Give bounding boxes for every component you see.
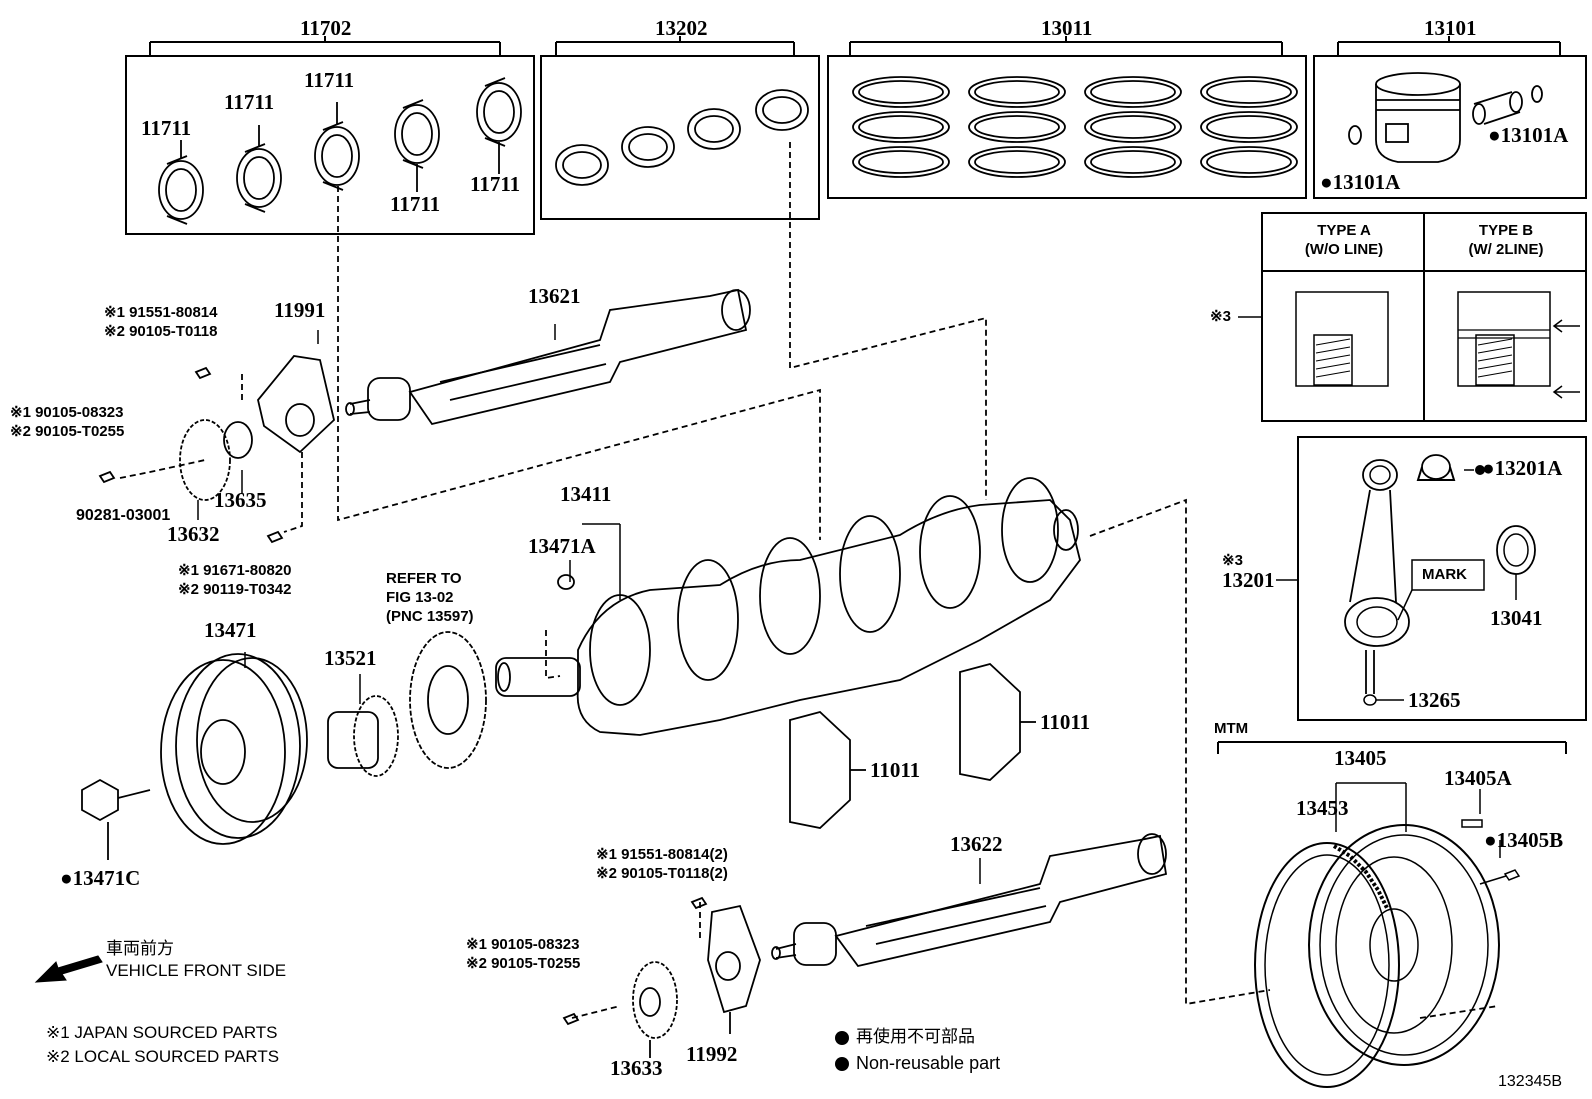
legend-nonreuse-en: Non-reusable part	[856, 1053, 1001, 1073]
kit-13011-box	[827, 36, 1307, 199]
part-label: 13041	[1490, 606, 1543, 630]
conrod-box	[1276, 436, 1587, 721]
thrust-washers	[789, 663, 1036, 829]
part-label: 11992	[686, 1042, 738, 1066]
piston-assembly	[1348, 72, 1543, 163]
callout-bolt-3: ※1 91671-80820 ※2 90119-T0342	[178, 562, 292, 598]
part-label: 11711	[224, 90, 275, 114]
part-label: 13405A	[1444, 766, 1512, 790]
part-label: 11711	[470, 172, 521, 196]
callout-bolt-2: ※1 90105-08323 ※2 90105-T0255	[10, 404, 125, 440]
callout-bolt-1: ※1 91551-80814 ※2 90105-T0118	[104, 304, 218, 340]
callout-bolt-4: ※1 91551-80814(2) ※2 90105-T0118(2)	[596, 846, 728, 882]
part-label: ●13201A	[1482, 456, 1563, 480]
flywheel-group	[1217, 741, 1567, 1088]
part-label: ●13471C	[60, 866, 141, 890]
camshaft-13621	[345, 288, 751, 426]
front-timing-parts	[81, 355, 761, 1058]
part-label: 11711	[390, 192, 441, 216]
part-label: 13471	[204, 618, 257, 642]
figure-id: 132345B	[1498, 1073, 1563, 1090]
kit-11702-box	[125, 36, 535, 235]
front-label-en: VEHICLE FRONT SIDE	[106, 961, 287, 980]
part-label: 13633	[610, 1056, 663, 1080]
ring-type-table	[1238, 212, 1587, 422]
leader-lines	[197, 324, 1501, 884]
crankshaft-13411	[495, 477, 1081, 736]
part-label: 13201	[1222, 568, 1275, 592]
conrod-note-x3: ※3	[1222, 552, 1243, 569]
ring-note-x3: ※3	[1210, 308, 1231, 325]
callout-bolt-5: ※1 90105-08323 ※2 90105-T0255	[466, 936, 581, 972]
legend-dots	[835, 1031, 849, 1071]
kit-label-13011: 13011	[1041, 16, 1093, 40]
kit-label-11702: 11702	[300, 16, 352, 40]
part-label: 13453	[1296, 796, 1349, 820]
kit-label-13101: 13101	[1424, 16, 1477, 40]
kit-label-13202: 13202	[655, 16, 708, 40]
kit-13202-box	[540, 36, 820, 220]
part-label: 13632	[167, 522, 220, 546]
part-label: ●13101A	[1488, 123, 1569, 147]
crank-bearing-shells	[158, 77, 522, 225]
part-label: 11011	[1040, 710, 1091, 734]
vehicle-front-arrow	[34, 955, 103, 983]
part-label: 11711	[141, 116, 192, 140]
part-label: 13471A	[528, 534, 596, 558]
mtm-label: MTM	[1214, 720, 1249, 737]
part-label: 11011	[870, 758, 921, 782]
front-label-jp: 車両前方	[106, 939, 174, 958]
part-label: 11991	[274, 298, 326, 322]
legend-nonreuse-jp: 再使用不可部品	[856, 1027, 975, 1046]
part-label: 90281-03001	[76, 507, 171, 524]
part-label: ●13101A	[1320, 170, 1401, 194]
source-note-2: ※2 LOCAL SOURCED PARTS	[46, 1047, 280, 1066]
part-label: 13621	[528, 284, 581, 308]
part-label: 13265	[1408, 688, 1461, 712]
refer-note: REFER TO FIG 13-02 (PNC 13597)	[386, 570, 474, 625]
part-label: 13622	[950, 832, 1003, 856]
piston-ring-sets	[852, 76, 1298, 178]
part-label: 13411	[560, 482, 612, 506]
source-note-1: ※1 JAPAN SOURCED PARTS	[46, 1023, 278, 1042]
kit-13101-box	[1313, 36, 1587, 199]
mark-label: MARK	[1422, 566, 1467, 583]
part-label: 13635	[214, 488, 267, 512]
ring-type-b: TYPE B (W/ 2LINE)	[1468, 222, 1544, 258]
reference-lines	[119, 142, 1499, 1019]
conrod-bearing-shells	[555, 89, 809, 186]
camshaft-13622	[771, 833, 1168, 968]
ring-type-a: TYPE A (W/O LINE)	[1304, 222, 1384, 258]
part-label: 11711	[304, 68, 355, 92]
part-label: 13521	[324, 646, 377, 670]
part-label: 13405	[1334, 746, 1387, 770]
part-label: ●13405B	[1484, 828, 1564, 852]
